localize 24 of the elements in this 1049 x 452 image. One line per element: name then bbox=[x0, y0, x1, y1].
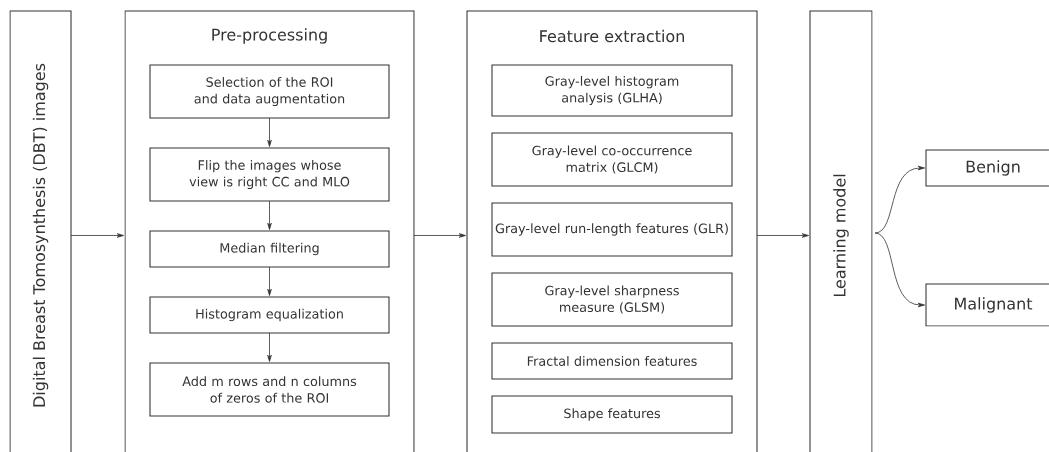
arrow bbox=[756, 233, 809, 238]
arrow bbox=[267, 117, 272, 147]
process-box: Selection of the ROI and data augmentation bbox=[149, 64, 390, 119]
process-box: Gray-level co-occurrence matrix (GLCM) bbox=[491, 132, 733, 187]
arrow bbox=[267, 332, 272, 362]
stage-box: Digital Breast Tomosynthesis (DBT) images bbox=[9, 10, 72, 452]
arrow bbox=[267, 266, 272, 296]
process-box: Histogram equalization bbox=[149, 296, 390, 334]
stage-box: Learning model bbox=[809, 10, 873, 452]
process-box: Median filtering bbox=[149, 230, 390, 268]
result-box: Benign bbox=[925, 149, 1049, 187]
process-box: Gray-level run-length features (GLR) bbox=[491, 202, 733, 257]
process-box: Add m rows and n columns of zeros of the ROI bbox=[149, 362, 390, 417]
process-box: Shape features bbox=[491, 395, 733, 434]
arrow bbox=[874, 232, 925, 308]
process-box: Fractal dimension features bbox=[491, 342, 733, 380]
process-box: Flip the images whose view is right CC and MLO bbox=[149, 147, 390, 202]
arrow bbox=[413, 233, 466, 238]
process-box: Gray-level histogram analysis (GLHA) bbox=[491, 64, 733, 117]
arrow bbox=[70, 233, 124, 238]
arrow bbox=[874, 165, 925, 234]
process-box: Gray-level sharpness measure (GLSM) bbox=[491, 272, 733, 327]
arrow bbox=[267, 200, 272, 230]
result-box: Malignant bbox=[925, 283, 1049, 327]
